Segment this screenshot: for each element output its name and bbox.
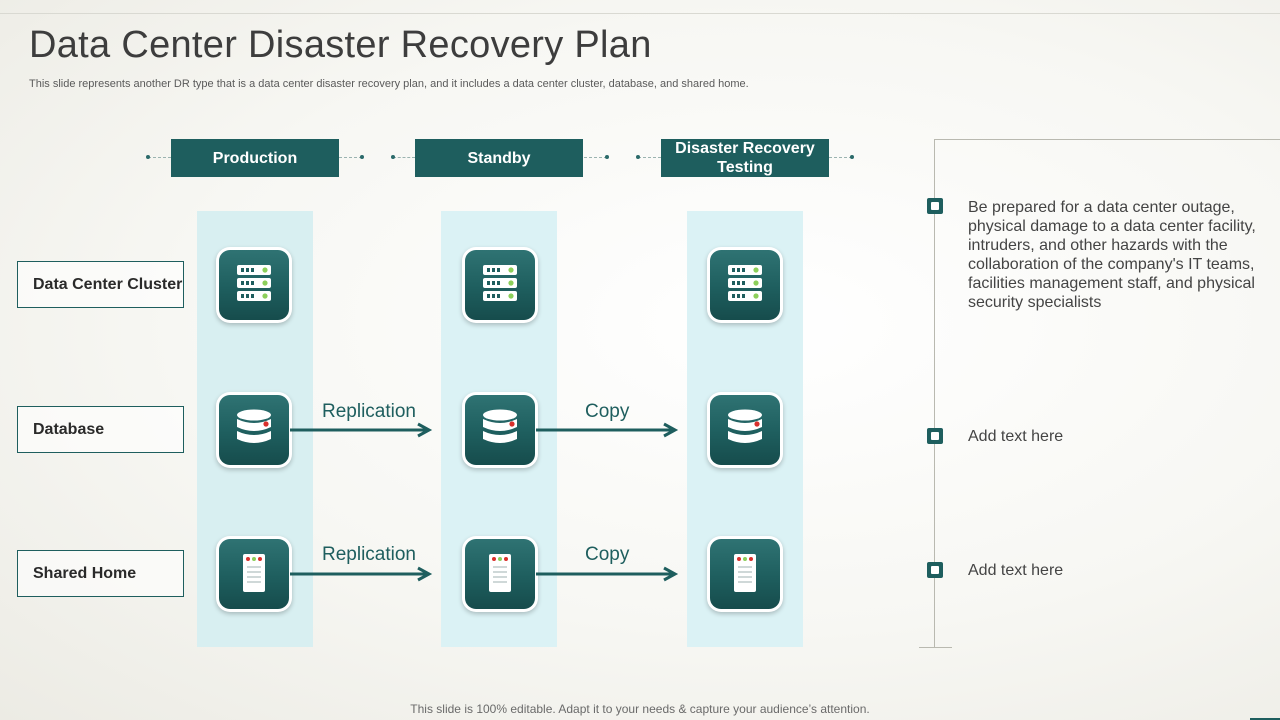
file-server-icon xyxy=(219,539,289,609)
footer-note: This slide is 100% editable. Adapt it to… xyxy=(410,702,870,716)
connector-dot xyxy=(146,155,150,159)
row-label-data-center-cluster: Data Center Cluster xyxy=(17,261,184,308)
header-connector xyxy=(638,157,661,158)
row-label-database: Database xyxy=(17,406,184,453)
header-connector xyxy=(829,157,852,158)
database-icon xyxy=(710,395,780,465)
header-connector xyxy=(393,157,415,158)
copy-label: Copy xyxy=(585,401,630,422)
note-text: Be prepared for a data center outage, ph… xyxy=(968,199,1256,311)
header-connector xyxy=(584,157,607,158)
column-header-standby: Standby xyxy=(415,139,583,177)
connector-dot xyxy=(636,155,640,159)
column-header-dr-testing: Disaster Recovery Testing xyxy=(661,139,829,177)
header-connector xyxy=(148,157,171,158)
database-icon xyxy=(465,395,535,465)
arrow-right-icon xyxy=(536,566,679,582)
column-header-production: Production xyxy=(171,139,339,177)
connector-dot xyxy=(391,155,395,159)
note-text: Add text here xyxy=(968,428,1064,445)
file-server-icon xyxy=(710,539,780,609)
notes-top-rule xyxy=(934,139,1280,140)
bullet-square-icon xyxy=(927,562,943,578)
page-subtitle: This slide represents another DR type th… xyxy=(29,78,749,90)
corner-accent xyxy=(1250,718,1280,720)
copy-label: Copy xyxy=(585,544,630,565)
page-title: Data Center Disaster Recovery Plan xyxy=(29,24,652,66)
connector-dot xyxy=(605,155,609,159)
note-text: Add text here xyxy=(968,562,1064,579)
bullet-square-icon xyxy=(927,428,943,444)
row-label-shared-home: Shared Home xyxy=(17,550,184,597)
top-rule xyxy=(0,13,1280,14)
connector-dot xyxy=(850,155,854,159)
server-rack-icon xyxy=(710,250,780,320)
server-rack-icon xyxy=(219,250,289,320)
replication-label: Replication xyxy=(322,544,416,565)
replication-label: Replication xyxy=(322,401,416,422)
arrow-right-icon xyxy=(290,422,433,438)
header-connector xyxy=(339,157,362,158)
file-server-icon xyxy=(465,539,535,609)
server-rack-icon xyxy=(465,250,535,320)
notes-timeline xyxy=(934,140,935,647)
arrow-right-icon xyxy=(536,422,679,438)
bullet-square-icon xyxy=(927,198,943,214)
connector-dot xyxy=(360,155,364,159)
database-icon xyxy=(219,395,289,465)
notes-bottom-rule xyxy=(919,647,952,648)
arrow-right-icon xyxy=(290,566,433,582)
